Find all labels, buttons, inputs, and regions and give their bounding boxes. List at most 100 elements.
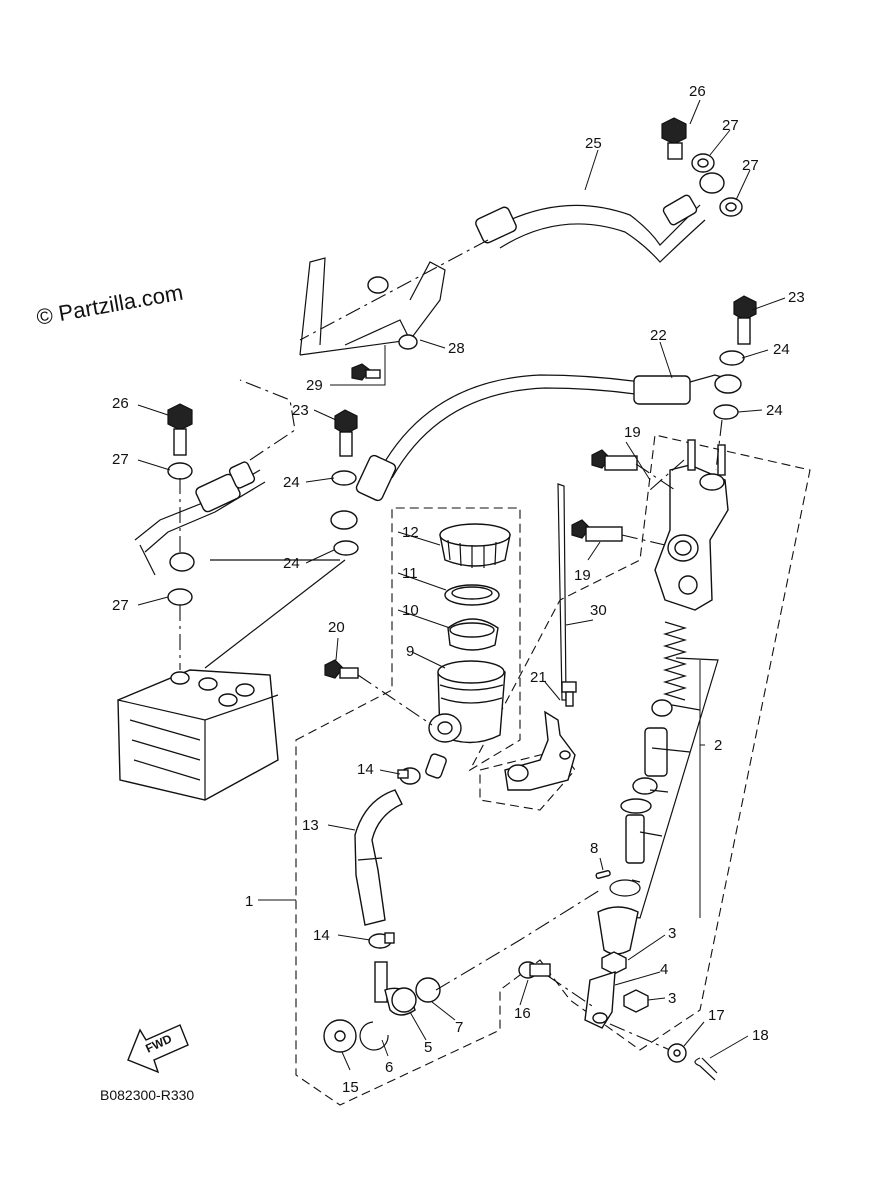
callout-29: 29 <box>306 377 323 394</box>
nut-3-lower <box>623 989 649 1013</box>
callout-12: 12 <box>402 524 419 541</box>
callout-23-mid: 23 <box>292 402 309 419</box>
piston-2 <box>644 727 668 777</box>
callout-22: 22 <box>650 327 667 344</box>
fwd-arrow-icon <box>127 1024 189 1074</box>
screw-20 <box>324 659 433 726</box>
callout-18: 18 <box>752 1027 769 1044</box>
callout-16: 16 <box>514 1005 531 1022</box>
banjo-fitting-22 <box>714 374 742 394</box>
hose-clamp-14-upper <box>397 767 421 785</box>
callout-24-d: 24 <box>283 555 300 572</box>
callout-5: 5 <box>424 1039 432 1056</box>
callout-14-lower: 14 <box>313 927 330 944</box>
callout-28: 28 <box>448 340 465 357</box>
banjo-fitting-left <box>169 552 195 572</box>
clevis-4 <box>584 971 616 1029</box>
reservoir-hose-13 <box>354 789 403 926</box>
push-rod-2 <box>620 798 652 864</box>
callout-25: 25 <box>585 135 602 152</box>
bolt-29 <box>351 363 381 381</box>
callout-8: 8 <box>590 840 598 857</box>
washer-27-d <box>167 588 193 606</box>
callout-11: 11 <box>402 565 418 582</box>
callout-9: 9 <box>406 643 414 660</box>
callout-7: 7 <box>455 1019 463 1036</box>
callout-13: 13 <box>302 817 319 834</box>
washer-27-b-hole <box>725 202 737 212</box>
reservoir-cap-12 <box>439 523 511 568</box>
bracket-28 <box>299 257 446 356</box>
circlip-6 <box>359 1021 389 1051</box>
callout-leaders <box>137 99 786 1071</box>
hose-clamp-14-lower <box>368 932 395 949</box>
o-ring-7 <box>415 977 441 1003</box>
bolt-19-upper <box>591 449 638 471</box>
callout-20: 20 <box>328 619 345 636</box>
callout-19-lower: 19 <box>574 567 591 584</box>
banjo-fitting-mid <box>330 510 358 530</box>
callout-27-d: 27 <box>112 597 129 614</box>
brake-pipe-22 <box>379 374 726 479</box>
brake-pipe-25 <box>299 194 706 341</box>
callout-19-upper: 19 <box>624 424 641 441</box>
pin-16-axis <box>547 975 671 1051</box>
assembly-1-boundary <box>295 434 811 1106</box>
washer-17 <box>667 1043 687 1063</box>
pin-8 <box>595 870 611 879</box>
master-cylinder-body <box>654 439 729 611</box>
cup-2b <box>632 777 658 795</box>
washer-27-c <box>167 462 193 480</box>
bolt-19-lower <box>571 519 623 542</box>
reservoir-line-centerline <box>435 889 601 991</box>
hydraulic-unit <box>117 559 346 801</box>
banjo-fitting-upper <box>699 172 725 194</box>
callouts: 26 27 27 25 23 24 24 22 28 29 26 27 27 2… <box>112 83 805 1096</box>
callout-27-b: 27 <box>742 157 759 174</box>
nut-3-upper <box>601 951 627 975</box>
bolt-19-centerline <box>621 463 676 546</box>
washer-15 <box>323 1019 357 1053</box>
pin-16 <box>518 961 551 979</box>
washer-24-b <box>713 404 739 420</box>
callout-26-top: 26 <box>689 83 706 100</box>
circlip-2 <box>609 879 641 897</box>
callout-30: 30 <box>590 602 607 619</box>
callout-24-b: 24 <box>766 402 783 419</box>
brake-pipe-left <box>134 379 296 576</box>
washer-24-a <box>719 350 745 366</box>
union-bolt-26-top <box>661 117 687 160</box>
callout-3-upper: 3 <box>668 925 676 942</box>
callout-23-right: 23 <box>788 289 805 306</box>
callout-3-lower: 3 <box>668 990 676 1007</box>
boot <box>597 906 639 955</box>
union-bolt-23-right <box>733 295 757 345</box>
callout-24-c: 24 <box>283 474 300 491</box>
diaphragm-plate-11-inner <box>451 586 493 600</box>
watermark-text: © Partzilla.com <box>35 280 185 330</box>
callout-27-c: 27 <box>112 451 129 468</box>
clamp-21 <box>504 681 577 791</box>
washer-24-d <box>333 540 359 556</box>
callout-21: 21 <box>530 669 547 686</box>
cable-tie-30 <box>557 483 567 701</box>
washer-27-a-hole <box>697 158 709 168</box>
diaphragm-10 <box>447 618 499 651</box>
pipe-end-mid <box>355 454 397 502</box>
mc-centerline <box>649 419 723 491</box>
callout-1: 1 <box>245 893 253 910</box>
reservoir-tank-9 <box>428 660 506 744</box>
callout-15: 15 <box>342 1079 359 1096</box>
diagram-code: B082300-R330 <box>100 1087 194 1103</box>
sub-boundary-2 <box>479 749 576 811</box>
callout-2: 2 <box>714 737 722 754</box>
reservoir-outlet <box>425 753 447 779</box>
washer-24-c <box>331 470 357 486</box>
hose-joint-5 <box>374 961 417 1016</box>
callout-4: 4 <box>660 961 668 978</box>
spring-2 <box>662 621 688 701</box>
cup-2a <box>651 699 673 717</box>
callout-26-left: 26 <box>112 395 129 412</box>
kit-bracket-2 <box>597 657 719 919</box>
callout-6: 6 <box>385 1059 393 1076</box>
